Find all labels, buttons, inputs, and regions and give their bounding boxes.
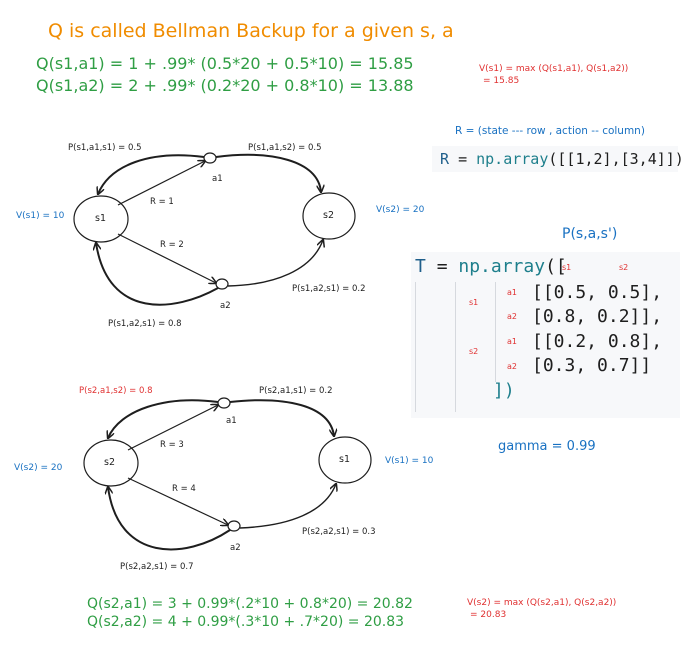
diagram1-reward-a1: R = 1 [150,197,174,207]
q-s1-a2-equation: Q(s1,a2) = 2 + .99* (0.2*20 + 0.8*10) = … [36,76,414,95]
edge-a2-s2 [227,240,323,287]
reward-code-block: R = np.array([[1,2],[3,4]]) [432,146,683,172]
transition-call: np.array [458,256,546,277]
diagram2-p-a1-s2: P(s2,a1,s2) = 0.8 [79,386,153,396]
edge-a1-s2 [215,153,321,192]
indent-guide-1 [415,282,416,412]
q-s1-a1-equation: Q(s1,a1) = 1 + .99* (0.5*20 + 0.5*10) = … [36,54,414,73]
diagram1-state-right: s2 [323,210,334,221]
diagram2-v-left: V(s2) = 20 [14,463,63,473]
diagram2-reward-a2: R = 4 [172,484,196,494]
edge-s1-a1 [117,161,205,206]
row-action-a1-2: a1 [507,337,517,346]
diagram2-action-a1: a1 [226,416,237,426]
diagram1-action-a2: a2 [220,301,231,311]
reward-var: R [440,150,450,168]
transition-row-2: [0.8, 0.2]], [532,306,663,327]
transition-var: T [415,256,426,277]
q-s2-a1-equation: Q(s2,a1) = 3 + 0.99*(.2*10 + 0.8*20) = 2… [87,596,413,612]
transition-title: P(s,a,s') [562,226,618,242]
edge-s2-a1 [127,405,218,451]
indent-guide-2 [455,282,456,412]
v-s2-formula: V(s2) = max (Q(s2,a1), Q(s2,a2)) [467,598,617,608]
reward-call: np.array [476,150,549,168]
diagram1-state-left: s1 [95,213,106,224]
diagram1-p-a2-s1-bottom: P(s1,a2,s1) = 0.8 [108,319,182,329]
edge-a2-s2 [108,487,231,551]
diagram-2 [83,397,372,551]
edge-s2-a2 [127,477,228,525]
transition-open: ([ [545,256,567,277]
gamma-label: gamma = 0.99 [498,439,596,454]
action-node-a1 [203,152,217,164]
edge-a2-s1 [239,484,336,529]
diagram1-p-a2-s1-right: P(s1,a2,s1) = 0.2 [292,284,366,294]
diagram1-v-left: V(s1) = 10 [16,211,65,221]
reward-note: R = (state --- row , action -- column) [455,125,645,137]
diagram2-state-left: s2 [104,457,115,468]
row-action-a2-1: a2 [507,312,517,321]
diagram1-p-a1-s2: P(s1,a1,s2) = 0.5 [248,143,322,153]
diagram2-p-a1-s1: P(s2,a1,s1) = 0.2 [259,386,333,396]
diagram2-reward-a1: R = 3 [160,440,184,450]
reward-eq: = [458,150,468,168]
edge-a1-s2 [108,399,219,438]
diagram2-action-a2: a2 [230,543,241,553]
action-node-a2 [215,278,229,290]
action-node-a1-b [217,397,231,409]
row-action-a2-2: a2 [507,362,517,371]
state-node-s2 [302,192,356,240]
page-title: Q is called Bellman Backup for a given s… [48,20,454,42]
diagram1-v-right: V(s2) = 20 [376,205,425,215]
transition-row-1: [[0.5, 0.5], [532,282,663,303]
diagram1-action-a1: a1 [212,174,223,184]
transition-code-block: T = np.array([ s1 s2 s1 s2 a1 a2 a1 a2 [… [411,252,680,418]
diagram2-p-a2-s1: P(s2,a2,s1) = 0.3 [302,527,376,537]
transition-row-3: [[0.2, 0.8], [532,331,663,352]
action-node-a2-b [227,520,241,532]
col-label-s2: s2 [619,263,629,272]
edge-a1-s1 [98,154,205,194]
v-s1-result: = 15.85 [483,76,520,86]
diagram2-state-right: s1 [339,454,350,465]
reward-args: ([[1,2],[3,4]]) [548,150,683,168]
transition-row-4: [0.3, 0.7]] [532,355,652,376]
edge-s1-a2 [117,233,216,283]
diagram-1 [73,152,356,306]
transition-eq: = [436,256,448,277]
row-label-s2: s2 [469,347,479,356]
transition-close: ]) [493,380,515,401]
col-label-s1: s1 [562,263,572,272]
row-action-a1-1: a1 [507,288,517,297]
row-label-s1: s1 [469,298,479,307]
v-s2-result: = 20.83 [470,610,507,620]
diagram2-v-right: V(s1) = 10 [385,456,434,466]
state-node-s1-b [318,436,372,484]
edge-a1-s1 [229,399,334,436]
diagram1-p-a1-s1: P(s1,a1,s1) = 0.5 [68,143,142,153]
indent-guide-3 [495,282,496,382]
v-s1-formula: V(s1) = max (Q(s1,a1), Q(s1,a2)) [479,64,629,74]
diagram1-reward-a2: R = 2 [160,240,184,250]
diagram2-p-a2-s1-bottom: P(s2,a2,s1) = 0.7 [120,562,194,572]
q-s2-a2-equation: Q(s2,a2) = 4 + 0.99*(.3*10 + .7*20) = 20… [87,614,405,630]
edge-a2-s1 [96,243,219,306]
